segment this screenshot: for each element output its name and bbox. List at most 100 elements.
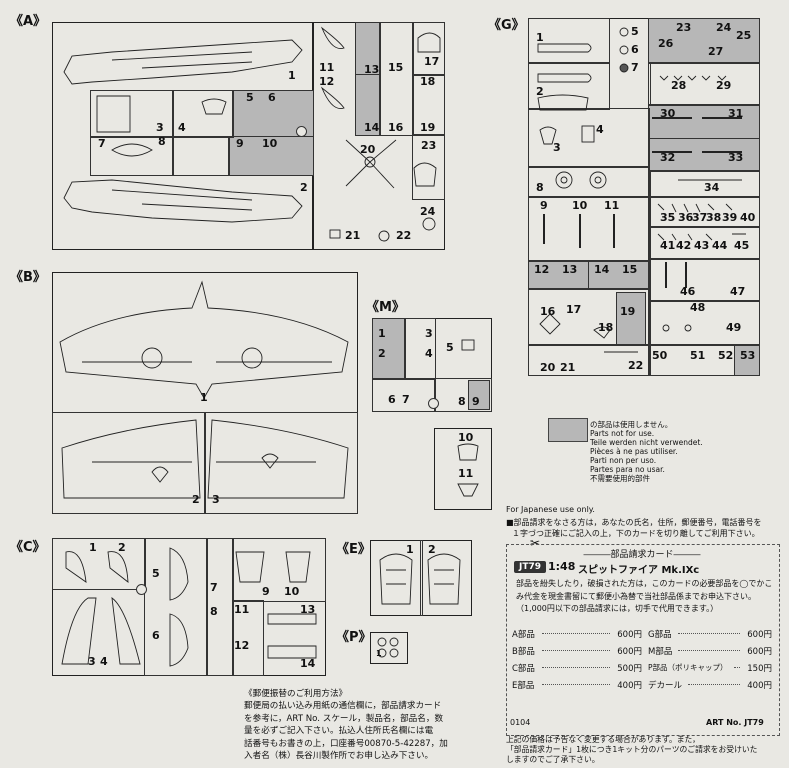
- part-num: 2: [300, 181, 308, 194]
- part-num: 51: [690, 349, 706, 362]
- sprue-g-cell-19: [616, 292, 646, 346]
- part-num: 10: [458, 431, 474, 444]
- part-num: 11: [234, 603, 250, 616]
- part-name: E部品: [512, 681, 535, 691]
- postal-line: 話番号もお書きの上，口座番号00870-5-42287，加: [244, 738, 448, 749]
- part-num: 19: [420, 121, 436, 134]
- legend-line: Pièces à ne pas utiliser.: [590, 447, 678, 456]
- part-num: 1: [376, 649, 382, 658]
- sprue-a-drawing: [63, 26, 441, 242]
- scissors-icon: ✂: [530, 536, 541, 550]
- part-num: 13: [364, 63, 380, 76]
- product-code-badge: JT79: [514, 561, 547, 573]
- product-scale: 1:48: [548, 560, 576, 573]
- part-num: 10: [284, 585, 300, 598]
- part-price: 600円: [747, 647, 772, 657]
- parts-41-45: [657, 233, 746, 241]
- part-num: 31: [728, 107, 744, 120]
- part-num: 25: [736, 29, 752, 42]
- part-num: 1: [406, 543, 414, 556]
- part-num: 2: [378, 347, 386, 360]
- part-num: 17: [566, 303, 582, 316]
- part-num: 12: [319, 75, 335, 88]
- part-9: [235, 551, 265, 583]
- legend-line: Partes para no usar.: [590, 465, 665, 474]
- part-4: [581, 125, 595, 143]
- part-num: 7: [210, 581, 218, 594]
- part-num: 3: [88, 655, 96, 668]
- part-num: 1: [200, 391, 208, 404]
- sprue-c-cell-1112: [232, 600, 264, 676]
- part-num: 22: [396, 229, 412, 242]
- part-name: C部品: [512, 664, 535, 674]
- legend-line: の部品は使用しません。: [590, 420, 673, 429]
- card-title-text: 部品請求カード: [610, 550, 674, 560]
- sprue-g-label: 《G》: [488, 18, 525, 33]
- price-note-1: 上記の価格は予告なく変更する場合があります。また，: [506, 735, 700, 744]
- part-num: 21: [560, 361, 576, 374]
- part-num: 11: [458, 467, 474, 480]
- sprue-m-cell-67: [372, 378, 436, 412]
- sprue-g-cell-left1: [528, 18, 610, 64]
- part-num: 46: [680, 285, 696, 298]
- postal-line: を参考に，ART No. スケール，製品名，部品名，数: [244, 713, 444, 724]
- sprue-g-cell-left6: [528, 288, 650, 346]
- part-name: G部品: [648, 630, 672, 640]
- part-num: 32: [660, 151, 676, 164]
- sprue-g-cell-5053: [648, 344, 760, 376]
- part-46: [665, 262, 687, 288]
- sprue-a-cell-23: [412, 134, 445, 200]
- part-23: [413, 162, 437, 187]
- part-2b: [537, 94, 589, 111]
- part-num: 4: [425, 347, 433, 360]
- part-num: 6: [152, 629, 160, 642]
- part-num: 50: [652, 349, 668, 362]
- clear-part-10: [457, 443, 479, 461]
- sprue-c-drawing: [61, 547, 317, 667]
- sprue-e-drawing: [379, 553, 461, 605]
- part-num: 17: [424, 55, 440, 68]
- part-num: 8: [158, 135, 166, 148]
- part-num: 22: [628, 359, 644, 372]
- sprue-g-cell-left7: [528, 344, 650, 376]
- part-num: 13: [562, 263, 578, 276]
- part-num: 8: [536, 181, 544, 194]
- flap-3: [61, 597, 97, 665]
- sprue-a-cell-13: [355, 22, 381, 76]
- japanese-only-note: For Japanese use only.: [506, 505, 595, 514]
- sprue-b-divider: [52, 412, 206, 514]
- legend-gray-swatch: [548, 418, 588, 442]
- part-num: 26: [658, 37, 674, 50]
- rudder-6: [169, 613, 189, 667]
- sprue-g-cell-left2: [528, 62, 610, 110]
- sprue-a-cell-blank: [172, 136, 230, 176]
- part-num: 45: [734, 239, 750, 252]
- price-row[interactable]: P部品（ポリキャップ）150円: [648, 662, 772, 679]
- cockpit-floor: [96, 95, 131, 133]
- part-num: 4: [100, 655, 108, 668]
- part-num: 7: [402, 393, 410, 406]
- part-num: 15: [622, 263, 638, 276]
- part-18: [593, 326, 611, 339]
- sprue-m-tab: [428, 398, 439, 409]
- sprue-g-cell-1415: [588, 260, 650, 290]
- part-num: 12: [234, 639, 250, 652]
- sprue-e-label: 《E》: [336, 542, 371, 557]
- sprue-p-label: 《P》: [336, 630, 372, 645]
- sprue-c-cell-12: [52, 538, 146, 590]
- card-title: ―――部品請求カード―――: [583, 550, 701, 560]
- art-number: ART No. JT79: [706, 718, 764, 727]
- sprue-g-cell-left5: [528, 196, 650, 262]
- flap-4: [111, 597, 141, 665]
- part-num: 1: [89, 541, 97, 554]
- part-num: 33: [728, 151, 744, 164]
- sprue-g-cell-left4: [528, 166, 650, 198]
- aileron-1: [65, 551, 87, 583]
